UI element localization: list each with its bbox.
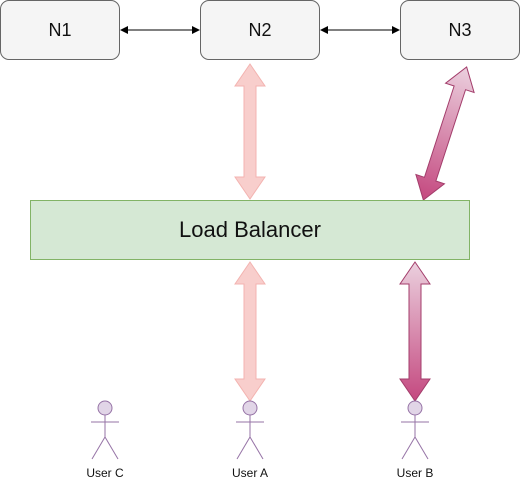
user-c-figure bbox=[91, 400, 119, 460]
user-b-figure bbox=[401, 400, 429, 460]
arrow-loadbalancer-user-b bbox=[399, 261, 431, 402]
user-b-label: User B bbox=[396, 466, 434, 480]
arrow-n2-loadbalancer bbox=[234, 63, 266, 200]
node-n1-label: N1 bbox=[48, 19, 72, 40]
node-n1[interactable]: N1 bbox=[0, 0, 120, 60]
user-a-figure bbox=[236, 400, 264, 460]
load-balancer-label: Load Balancer bbox=[179, 217, 321, 242]
node-n2-label: N2 bbox=[248, 19, 272, 40]
node-n2[interactable]: N2 bbox=[200, 0, 320, 60]
node-n3-label: N3 bbox=[448, 19, 472, 40]
arrow-loadbalancer-user-a bbox=[234, 261, 266, 402]
node-n3[interactable]: N3 bbox=[400, 0, 520, 60]
load-balancer-box[interactable]: Load Balancer bbox=[30, 200, 470, 260]
user-a-label: User A bbox=[231, 466, 268, 480]
user-c-label: User C bbox=[86, 466, 124, 480]
arrow-n3-loadbalancer bbox=[415, 66, 475, 201]
